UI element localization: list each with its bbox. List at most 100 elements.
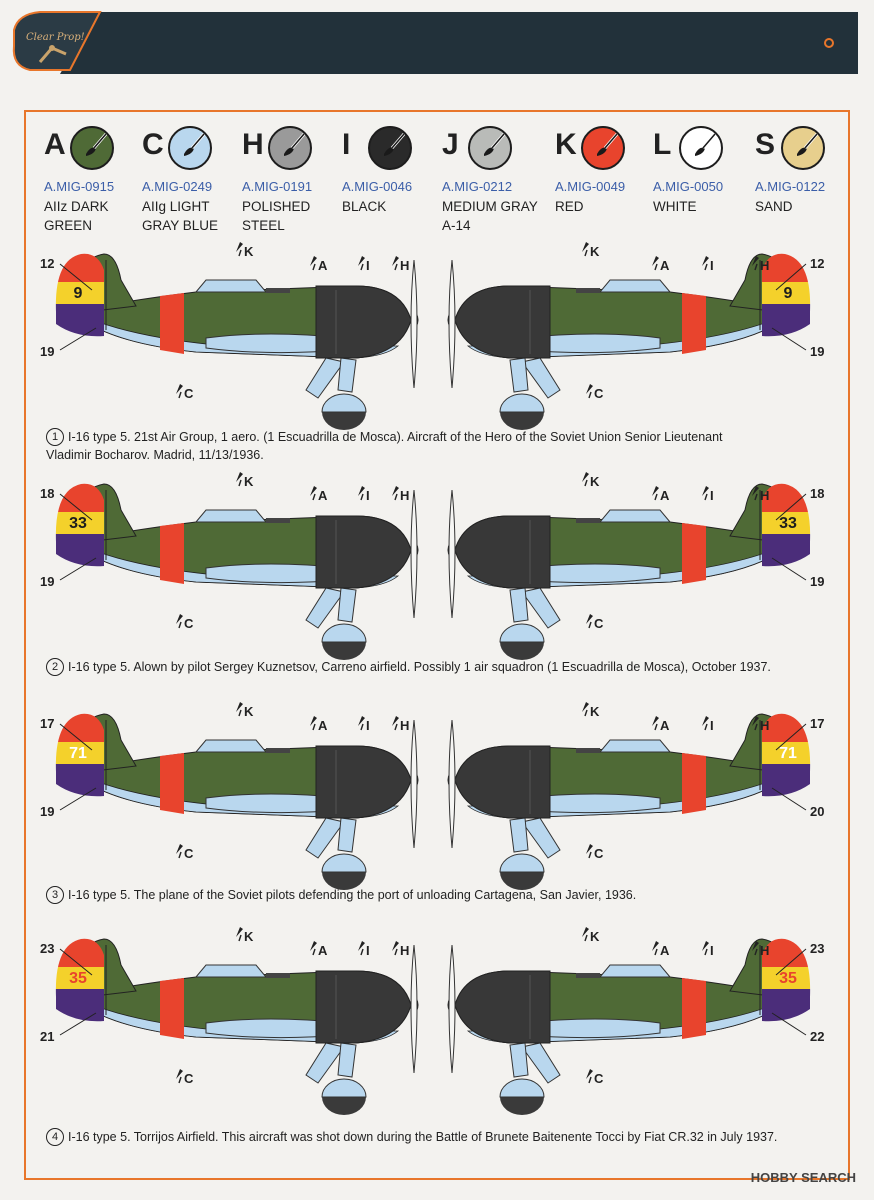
svg-text:H: H [400, 488, 409, 503]
swatch-letter: C [142, 128, 164, 161]
aircraft-profile-1-right: 9 K A I H C 12 19 [447, 242, 824, 430]
svg-text:H: H [400, 718, 409, 733]
svg-text:A: A [318, 258, 328, 273]
swatch-code: A.MIG-0212 [442, 179, 513, 194]
aircraft-profile-4-right: 35 K A I H C 23 22 [447, 927, 824, 1115]
svg-text:I: I [366, 718, 370, 733]
svg-text:H: H [400, 258, 409, 273]
landing-gear [305, 587, 367, 660]
tail-number: 35 [69, 970, 87, 987]
propeller [448, 489, 456, 619]
paint-brush-icon [781, 126, 825, 170]
red-fuselage-band [682, 293, 706, 354]
red-fuselage-band [682, 523, 706, 584]
cockpit-canopy [194, 964, 268, 978]
swatch-name: SAND [755, 197, 865, 216]
callout-c: C [176, 614, 194, 631]
landing-gear [499, 817, 561, 890]
paint-brush-icon [168, 126, 212, 170]
svg-text:A: A [660, 943, 670, 958]
swatch-code: A.MIG-0915 [44, 179, 115, 194]
callout-h: H [392, 716, 409, 733]
svg-text:K: K [244, 929, 254, 944]
callout-c: C [586, 844, 604, 861]
marking-number-top: 12 [40, 256, 54, 271]
callout-i: I [702, 256, 714, 273]
tail-number: 9 [784, 285, 793, 302]
caption-line1: I-16 type 5. 21st Air Group, 1 aero. (1 … [68, 430, 723, 444]
callout-h: H [392, 486, 409, 503]
red-fuselage-band [160, 523, 184, 584]
marking-number-top: 23 [40, 941, 54, 956]
marking-number-bottom: 19 [40, 344, 54, 359]
marking-number-bottom: 21 [40, 1029, 54, 1044]
marking-number-bottom: 19 [40, 804, 54, 819]
tail-number: 35 [779, 970, 797, 987]
callout-h: H [752, 256, 769, 273]
cockpit-canopy [598, 509, 672, 523]
aircraft-profile-4-left: 35 K A I H C 23 21 [40, 927, 419, 1115]
header-bar: Clear Prop! [0, 0, 874, 78]
swatch-letter: K [555, 128, 577, 161]
svg-text:A: A [318, 718, 328, 733]
svg-text:K: K [244, 704, 254, 719]
paint-brush-icon [581, 126, 625, 170]
callout-h: H [392, 256, 409, 273]
svg-text:C: C [184, 846, 194, 861]
propeller [410, 719, 418, 849]
aircraft-profile-3-right: 71 K A I H C 17 20 [447, 702, 824, 890]
svg-text:A: A [318, 943, 328, 958]
red-fuselage-band [160, 978, 184, 1039]
swatch-code: A.MIG-0122 [755, 179, 826, 194]
swatch-letter: I [342, 128, 351, 161]
svg-text:H: H [760, 943, 769, 958]
svg-text:A: A [660, 718, 670, 733]
callout-i: I [358, 716, 370, 733]
callout-k: K [236, 927, 254, 944]
landing-gear [305, 357, 367, 430]
svg-text:K: K [244, 244, 254, 259]
callout-c: C [176, 1069, 194, 1086]
callout-c: C [176, 384, 194, 401]
svg-text:I: I [366, 258, 370, 273]
callout-i: I [702, 941, 714, 958]
propeller [448, 259, 456, 389]
propeller [448, 719, 456, 849]
callout-k: K [582, 927, 600, 944]
aircraft-profile-2-right: 33 K A I H C 18 19 [447, 472, 824, 660]
swatch-code: A.MIG-0049 [555, 179, 626, 194]
swatch-code: A.MIG-0050 [653, 179, 724, 194]
swatch-name-line1: AIIg LIGHT [142, 199, 210, 214]
svg-text:H: H [760, 258, 769, 273]
callout-a: A [652, 941, 670, 958]
tail-number: 9 [74, 285, 83, 302]
callout-c: C [586, 614, 604, 631]
landing-gear [499, 357, 561, 430]
swatch-name-line1: WHITE [653, 199, 697, 214]
marking-number-top: 17 [40, 716, 54, 731]
svg-text:C: C [594, 616, 604, 631]
swatch-name-line1: MEDIUM GRAY [442, 199, 538, 214]
cockpit-canopy [194, 279, 268, 293]
svg-text:C: C [594, 386, 604, 401]
svg-text:K: K [590, 704, 600, 719]
caption-line2: Vladimir Bocharov. Madrid, 11/13/1936. [46, 448, 264, 462]
profile-number-badge: 4 [46, 1128, 64, 1146]
marking-number-top: 18 [810, 486, 824, 501]
caption-line1: I-16 type 5. Alown by pilot Sergey Kuzne… [68, 660, 771, 674]
swatch-letter: L [653, 128, 672, 161]
svg-text:A: A [318, 488, 328, 503]
callout-a: A [652, 486, 670, 503]
caption-line1: I-16 type 5. The plane of the Soviet pil… [68, 888, 637, 902]
svg-text:H: H [400, 943, 409, 958]
svg-text:K: K [590, 244, 600, 259]
caption-line1: I-16 type 5. Torrijos Airfield. This air… [68, 1130, 778, 1144]
svg-text:C: C [594, 1071, 604, 1086]
marking-number-bottom: 19 [810, 344, 824, 359]
